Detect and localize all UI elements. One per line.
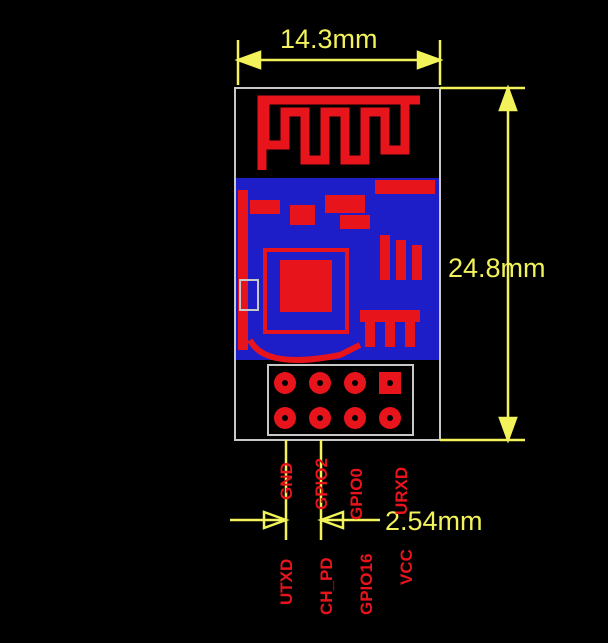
pin-label-gpio16: GPIO16 bbox=[357, 554, 376, 615]
header-pins bbox=[274, 372, 401, 429]
pin-label-utxd: UTXD bbox=[277, 559, 296, 605]
dimension-lines bbox=[230, 40, 525, 540]
chip bbox=[280, 260, 332, 312]
pin-label-ch-pd: CH_PD bbox=[317, 557, 336, 615]
pin-label-urxd: URXD bbox=[392, 467, 411, 515]
header-outline bbox=[267, 364, 414, 436]
pin-label-gpio0: GPIO0 bbox=[347, 468, 366, 520]
pitch-dimension-label: 2.54mm bbox=[385, 506, 483, 536]
pin-label-gpio2: GPIO2 bbox=[312, 458, 331, 510]
height-dimension-label: 24.8mm bbox=[448, 253, 546, 283]
width-dimension-label: 14.3mm bbox=[280, 24, 378, 54]
header-area bbox=[236, 360, 439, 439]
antenna-trace bbox=[257, 95, 420, 170]
pin-label-gnd: GND bbox=[277, 462, 296, 500]
pin-label-vcc: VCC bbox=[397, 549, 416, 585]
components bbox=[238, 180, 435, 363]
